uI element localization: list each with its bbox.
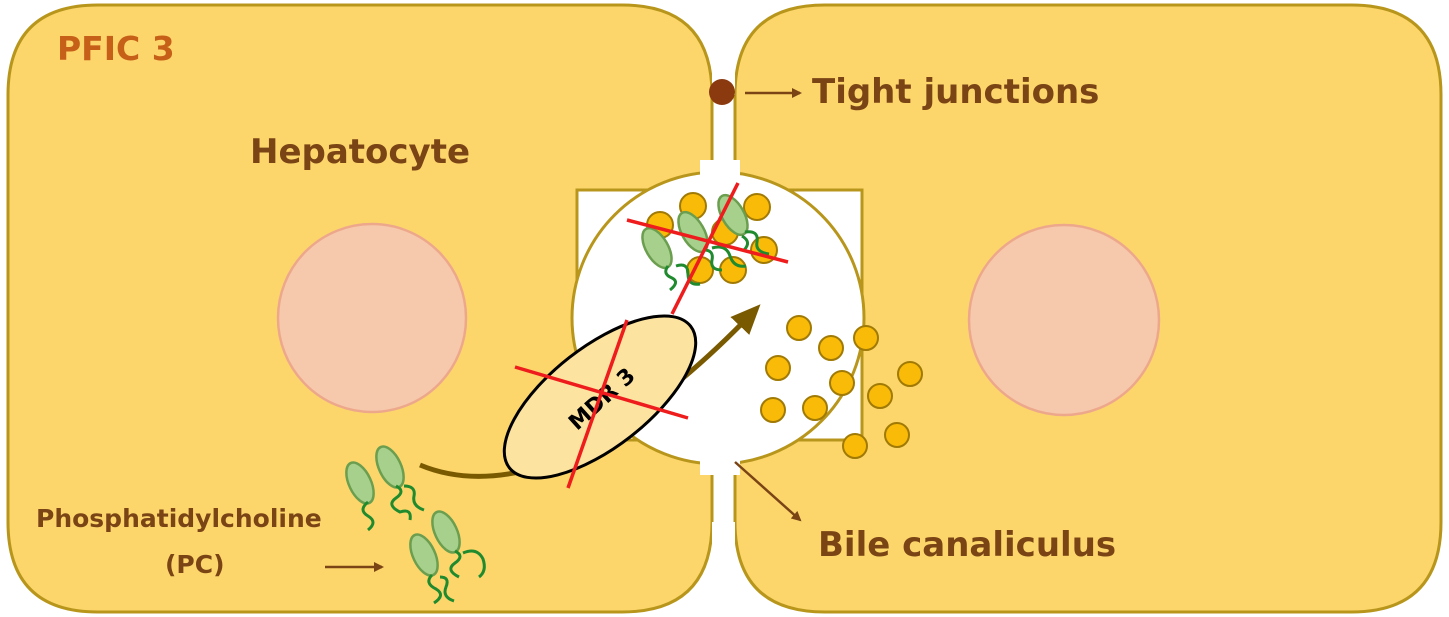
bile-salts <box>760 315 923 459</box>
pc-molecules-cytoplasm <box>345 445 486 605</box>
left-nucleus <box>276 222 468 414</box>
diagram-title: PFIC 3 <box>57 29 175 68</box>
hepatocyte-label: Hepatocyte <box>250 132 470 172</box>
bile-canaliculus-label: Bile canaliculus <box>818 525 1116 565</box>
bile-canaliculus-arrow <box>734 461 802 522</box>
right-nucleus <box>967 223 1161 417</box>
pc-label-line1: Phosphatidylcholine <box>36 504 322 533</box>
mdr3-cross-out <box>514 319 689 489</box>
pc-label-line2: (PC) <box>165 550 225 579</box>
micelle-cross-out <box>626 182 789 315</box>
tight-junctions-label: Tight junctions <box>812 72 1099 112</box>
tight-junction-dot <box>709 79 735 105</box>
